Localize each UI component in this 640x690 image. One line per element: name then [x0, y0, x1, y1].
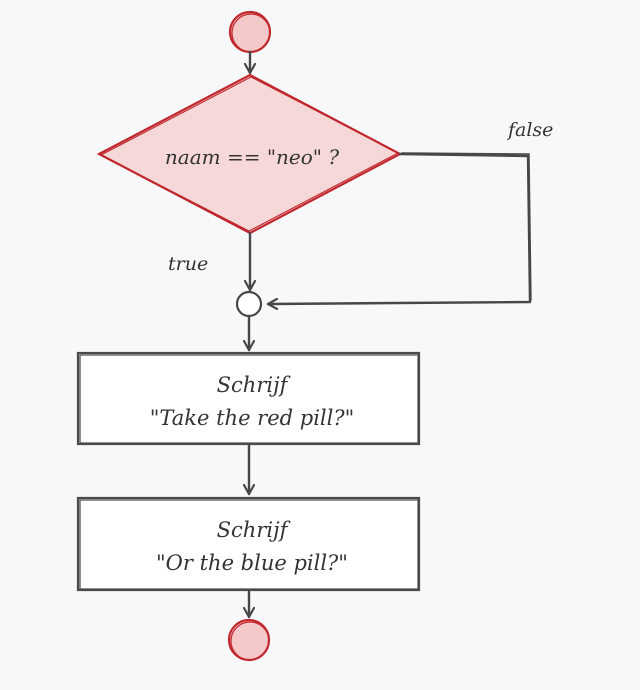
step-2-rect	[76, 496, 421, 592]
start-circle	[228, 10, 272, 54]
start-terminal	[228, 10, 272, 54]
step-1-keyword: Schrijf	[217, 373, 291, 397]
decision-diamond-sketch	[99, 76, 400, 232]
step-2-text: "Or the blue pill?"	[156, 551, 348, 575]
false-label: false	[506, 119, 553, 141]
decision-label: naam == "neo" ?	[165, 145, 339, 169]
end-circle	[227, 618, 271, 662]
end-circle-sketch	[230, 621, 270, 661]
step-2-keyword: Schrijf	[217, 518, 291, 542]
decision-node: naam == "neo" ?	[96, 73, 403, 235]
step-1-box: Schrijf "Take the red pill?"	[76, 351, 421, 446]
merge-connector	[235, 290, 263, 318]
step-2-box: Schrijf "Or the blue pill?"	[76, 496, 421, 592]
true-label: true	[168, 253, 208, 275]
edge-false-branch-sketch	[401, 152, 532, 301]
step-1-rect	[76, 351, 421, 446]
end-terminal	[227, 618, 271, 662]
step-1-text: "Take the red pill?"	[150, 406, 355, 430]
edge-false-branch	[266, 152, 532, 304]
